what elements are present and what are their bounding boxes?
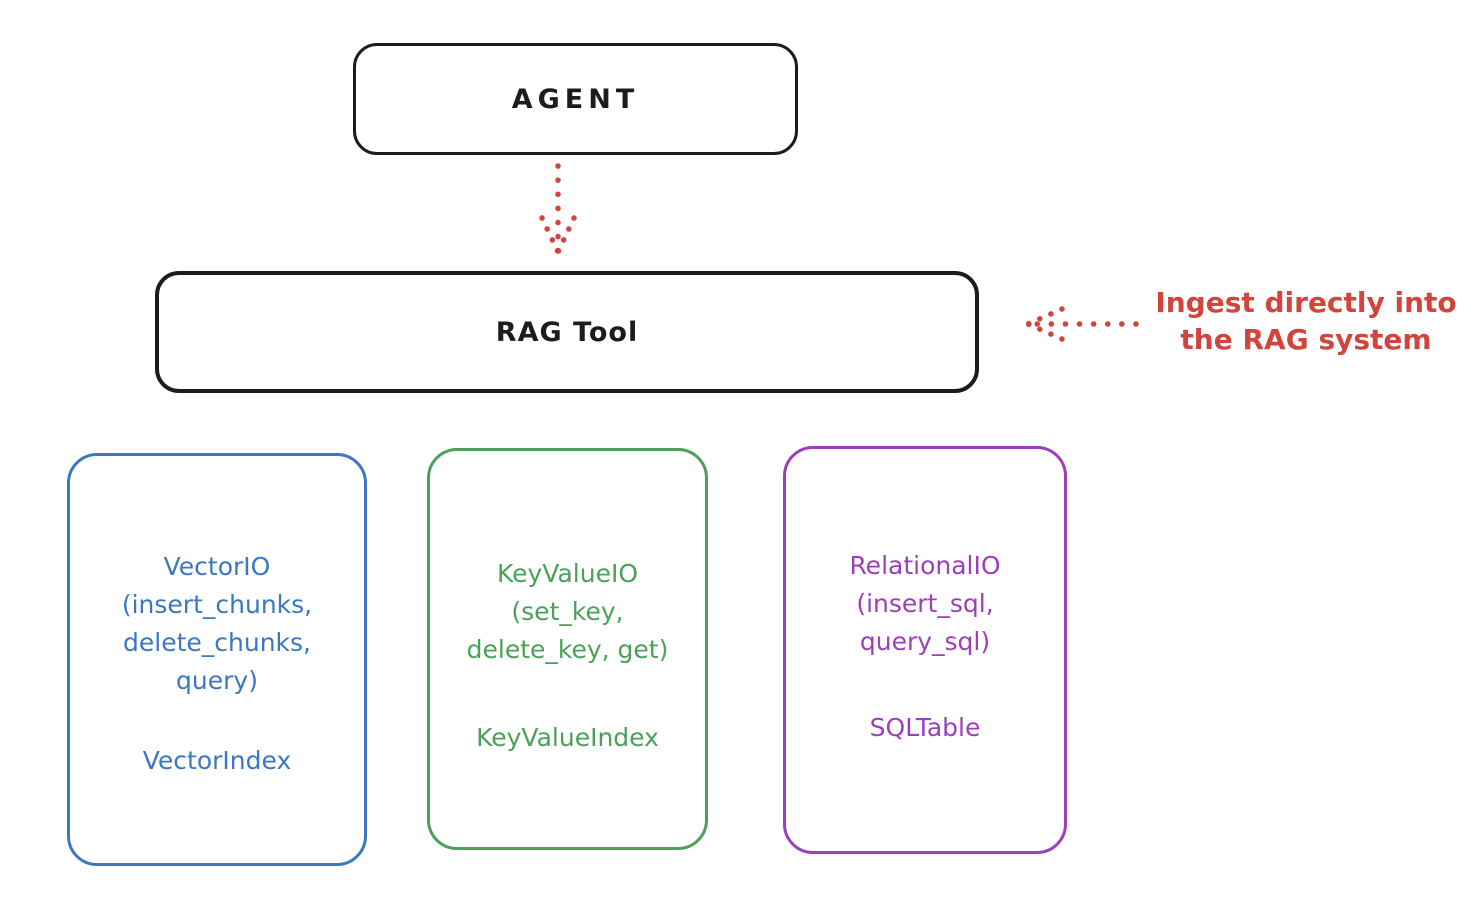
keyvalue-index-label: KeyValueIndex bbox=[476, 723, 659, 752]
io-line: VectorIO bbox=[163, 552, 271, 581]
vector-io-node: VectorIO (insert_chunks, delete_chunks, … bbox=[67, 453, 367, 866]
agent-node: AGENT bbox=[353, 43, 798, 155]
agent-to-rag-arrow-icon bbox=[539, 163, 577, 255]
annotation-line-2: the RAG system bbox=[1180, 323, 1432, 356]
keyvalue-io-node: KeyValueIO (set_key, delete_key, get) Ke… bbox=[427, 448, 708, 850]
io-line: RelationalIO bbox=[849, 551, 1001, 580]
rag-tool-node: RAG Tool bbox=[155, 271, 979, 393]
io-line: query) bbox=[176, 666, 258, 695]
agent-label: AGENT bbox=[511, 83, 640, 115]
annotation-line-1: Ingest directly into bbox=[1155, 286, 1457, 319]
vector-index-label: VectorIndex bbox=[142, 746, 292, 775]
io-line: (insert_sql, bbox=[856, 589, 994, 618]
relational-io-node: RelationalIO (insert_sql, query_sql) SQL… bbox=[783, 446, 1067, 854]
annotation-note: Ingest directly into the RAG system bbox=[1136, 284, 1476, 358]
sql-table-label: SQLTable bbox=[869, 713, 981, 742]
io-line: delete_key, get) bbox=[466, 635, 669, 664]
io-line: delete_chunks, bbox=[123, 628, 311, 657]
rag-tool-label: RAG Tool bbox=[495, 316, 639, 348]
io-line: KeyValueIO bbox=[496, 559, 639, 588]
io-line: query_sql) bbox=[859, 627, 991, 656]
annotation-arrow-icon bbox=[1025, 306, 1139, 342]
io-line: (insert_chunks, bbox=[121, 590, 313, 619]
io-line: (set_key, bbox=[511, 597, 624, 626]
